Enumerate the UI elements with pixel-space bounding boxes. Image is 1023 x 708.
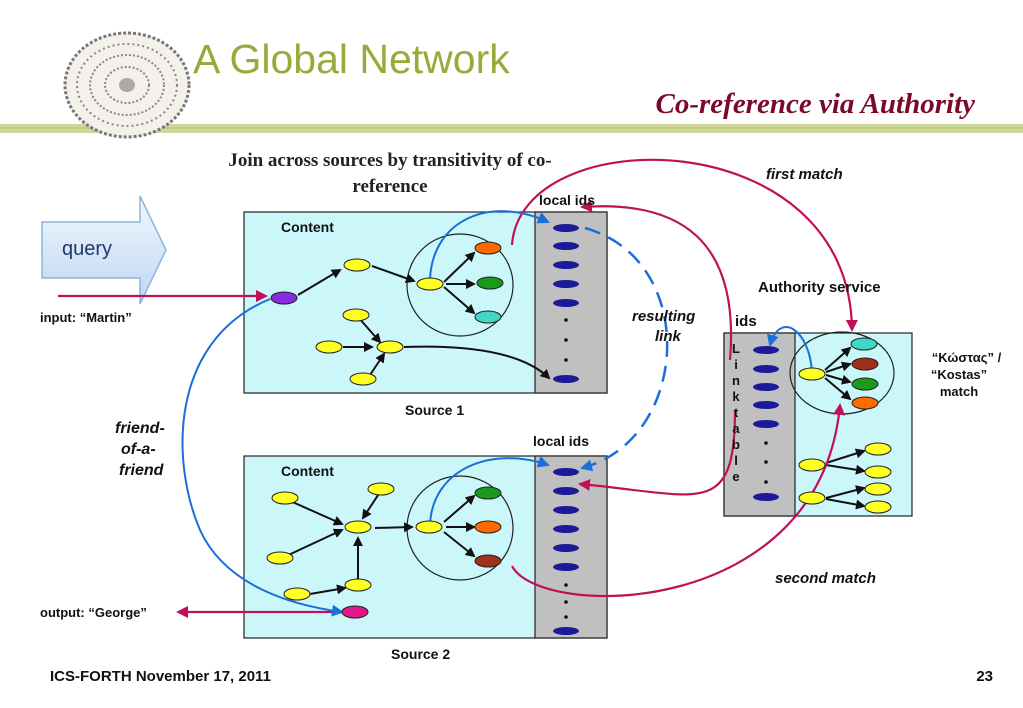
input-label: input: “Martin” bbox=[40, 310, 132, 325]
resulting-link-label-2: link bbox=[655, 328, 681, 345]
source2-ids-label: local ids bbox=[533, 433, 590, 449]
friend-label-line-2: of-a- bbox=[121, 441, 156, 458]
footer-text: ICS-FORTH November 17, 2011 bbox=[50, 668, 271, 685]
source1-cluster-circle bbox=[406, 233, 514, 337]
query-arrow bbox=[41, 195, 167, 305]
query-label: query bbox=[62, 238, 113, 260]
page-number: 23 bbox=[976, 668, 993, 685]
output-label: output: “George” bbox=[40, 605, 147, 620]
friend-label-line-1: friend- bbox=[115, 420, 165, 437]
source2-name: Source 2 bbox=[391, 646, 451, 662]
friend-label-line-3: friend bbox=[119, 462, 164, 479]
resulting-link-label-1: resulting bbox=[632, 308, 696, 325]
second-match-label: second match bbox=[775, 570, 876, 587]
second-match-link bbox=[511, 403, 846, 598]
phaistos-disc-logo bbox=[63, 31, 191, 139]
resulting-link bbox=[580, 226, 669, 472]
source2-content-label: Content bbox=[281, 463, 334, 479]
george-node bbox=[341, 605, 369, 619]
first-match-label: first match bbox=[766, 166, 843, 183]
slide-title: A Global Network bbox=[193, 36, 510, 82]
authority-title: Authority service bbox=[758, 279, 881, 296]
friend-of-a-friend-link bbox=[181, 298, 344, 617]
slide-subtitle: Co-reference via Authority bbox=[655, 88, 976, 120]
match-label-line-3: match bbox=[939, 384, 979, 399]
match-label-line-1: “Κώστας” / bbox=[931, 350, 1002, 365]
martin-node bbox=[270, 291, 298, 305]
link-table-label: L i n k t a b l e bbox=[732, 341, 740, 484]
match-label-line-2: “Kostas” bbox=[930, 367, 988, 382]
authority-ids-label: ids bbox=[735, 313, 757, 330]
source1-content-label: Content bbox=[281, 219, 334, 235]
first-match-link bbox=[510, 158, 858, 332]
diagram-heading: Join across sources by transitivity of c… bbox=[228, 150, 552, 197]
source1-name: Source 1 bbox=[405, 402, 465, 418]
source1-ids-label: local ids bbox=[539, 192, 596, 208]
